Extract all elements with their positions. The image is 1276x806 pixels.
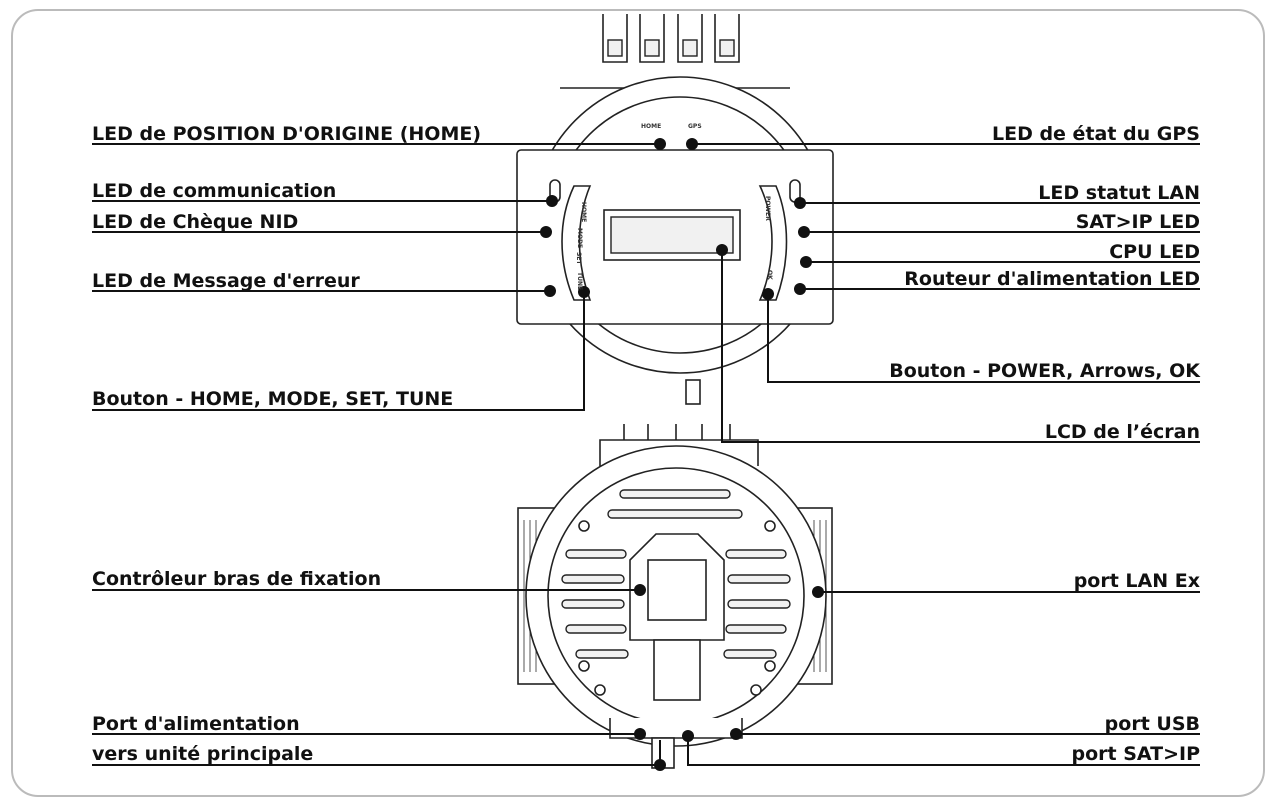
right-buttons-dot (762, 288, 774, 300)
gps-led-dot (686, 138, 698, 150)
satip-led-dot (798, 226, 810, 238)
mount-arm (653, 639, 701, 701)
vent-slots (561, 489, 791, 659)
label-lan-led: LED statut LAN (1038, 182, 1200, 204)
usb-port-dot (730, 728, 742, 740)
left-button-strip (561, 185, 592, 301)
comm-led-dot (546, 195, 558, 207)
label-power-port-2: vers unité principale (92, 743, 313, 765)
right-button-strip (758, 185, 788, 301)
label-error-led: LED de Message d'erreur (92, 270, 360, 292)
main-unit-dot (654, 759, 666, 771)
btn-text-ok: OK (766, 270, 773, 280)
label-router-led: Routeur d'alimentation LED (904, 268, 1200, 290)
label-power-port-1: Port d'alimentation (92, 713, 300, 735)
router-led-dot (794, 283, 806, 295)
label-lan-ex: port LAN Ex (1074, 570, 1200, 592)
lan-led-dot (794, 197, 806, 209)
label-lcd: LCD de l’écran (1045, 421, 1200, 443)
error-led-dot (544, 285, 556, 297)
mount-controller-dot (634, 584, 646, 596)
label-buttons-right: Bouton - POWER, Arrows, OK (889, 360, 1201, 382)
label-satip-port: port SAT>IP (1071, 743, 1200, 765)
label-satip-led: SAT>IP LED (1076, 211, 1200, 233)
front-panel-device: HOME GPS (516, 14, 834, 405)
home-led-text: HOME (641, 123, 661, 130)
label-mount-controller: Contrôleur bras de fixation (92, 568, 381, 590)
label-gps-led: LED de état du GPS (992, 123, 1200, 145)
btn-text-mode: MODE (576, 228, 583, 248)
label-comm-led: LED de communication (92, 180, 336, 202)
btn-text-tune: TUNE (576, 272, 583, 290)
label-usb-port: port USB (1105, 713, 1200, 735)
btn-text-power: POWER (764, 196, 771, 221)
label-cpu-led: CPU LED (1109, 241, 1200, 263)
connector-stub (685, 379, 701, 405)
satip-port-dot (682, 730, 694, 742)
left-buttons-dot (578, 286, 590, 298)
lcd-dot (716, 244, 728, 256)
rear-device (517, 424, 833, 769)
label-home-led: LED de POSITION D'ORIGINE (HOME) (92, 123, 481, 145)
labels-right: LED de état du GPS LED statut LAN SAT>IP… (889, 123, 1201, 765)
cpu-led-dot (800, 256, 812, 268)
home-led-dot (654, 138, 666, 150)
nid-led-dot (540, 226, 552, 238)
device-button-texts: HOME MODE SET TUNE POWER OK (575, 196, 773, 290)
outer-frame (11, 9, 1265, 797)
gps-led-text: GPS (688, 123, 702, 130)
leader-lines (92, 138, 1200, 771)
labels-left: LED de POSITION D'ORIGINE (HOME) LED de … (92, 123, 481, 765)
lan-ex-dot (812, 586, 824, 598)
power-port-dot (634, 728, 646, 740)
label-buttons-left: Bouton - HOME, MODE, SET, TUNE (92, 388, 453, 410)
label-nid-led: LED de Chèque NID (92, 211, 298, 233)
btn-text-set: SET (575, 252, 582, 265)
btn-text-home: HOME (580, 202, 587, 222)
